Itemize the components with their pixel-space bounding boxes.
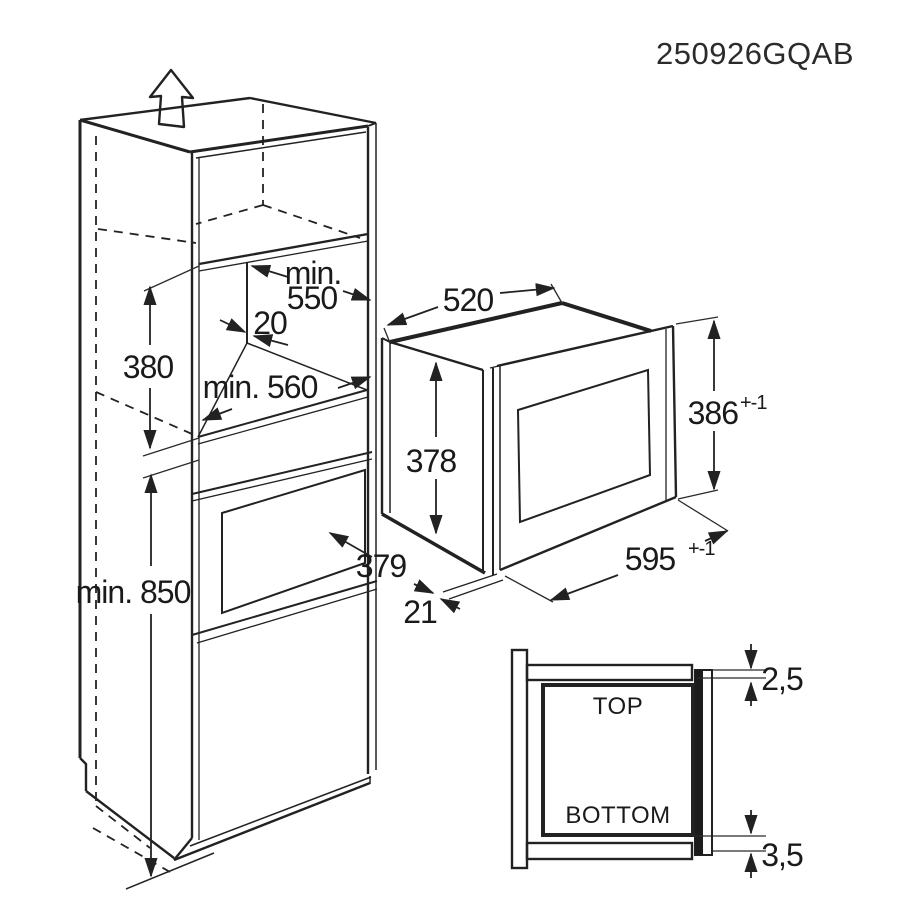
dim-label-oven-front-height: 386 [688, 395, 739, 431]
dim-label-niche-width-min: min. [285, 255, 341, 291]
drawing-code: 250926GQAB [656, 36, 854, 71]
dimensions [142, 264, 758, 878]
dim-label-oven-front-width: 595 [625, 541, 676, 577]
dim-label-oven-front-width-tol: +-1 [688, 538, 715, 560]
detail-oven-body [541, 683, 695, 837]
dim-label-floor-height: min. 850 [76, 574, 191, 610]
dim-label-oven-body-height: 378 [406, 443, 457, 479]
dim-label-body-width: 379 [356, 548, 407, 584]
dim-niche-height [142, 265, 200, 457]
dim-oven-depth [383, 283, 563, 344]
dim-floor-height [142, 459, 200, 878]
labels: 250926GQAB min. 550 20 380 min. 560 min.… [76, 36, 854, 873]
detail-bottom-shelf [525, 841, 694, 861]
dim-label-rear-clearance: 20 [253, 305, 287, 341]
dim-body-width [328, 532, 373, 558]
cabinet-drawing [78, 68, 378, 890]
detail-bottom-label: BOTTOM [565, 802, 670, 829]
up-arrow-icon [148, 68, 195, 129]
detail-wall-panel [510, 648, 529, 870]
detail-top-shelf [525, 663, 694, 682]
dim-niche-depth [201, 376, 372, 421]
dim-label-niche-depth: min. 560 [203, 369, 318, 405]
dim-label-bottom-overhang: 3,5 [761, 837, 803, 873]
oven-drawing [380, 301, 678, 600]
dim-label-niche-width-value: 550 [287, 280, 338, 316]
dim-label-top-overhang: 2,5 [761, 661, 803, 697]
dim-label-niche-height: 380 [123, 349, 174, 385]
dim-frame-gap [413, 579, 461, 614]
dim-label-oven-depth: 520 [443, 282, 494, 318]
dim-label-frame-gap: 21 [403, 594, 437, 630]
detail-view [510, 648, 766, 870]
dim-oven-front-width [504, 499, 729, 603]
detail-front-frame-fill [695, 670, 703, 855]
dim-niche-width [250, 264, 372, 301]
detail-top-label: TOP [593, 693, 643, 720]
dim-label-oven-front-height-tol: +-1 [740, 392, 767, 414]
dim-oven-front-height [675, 316, 721, 500]
dim-rear-clearance [219, 318, 289, 348]
